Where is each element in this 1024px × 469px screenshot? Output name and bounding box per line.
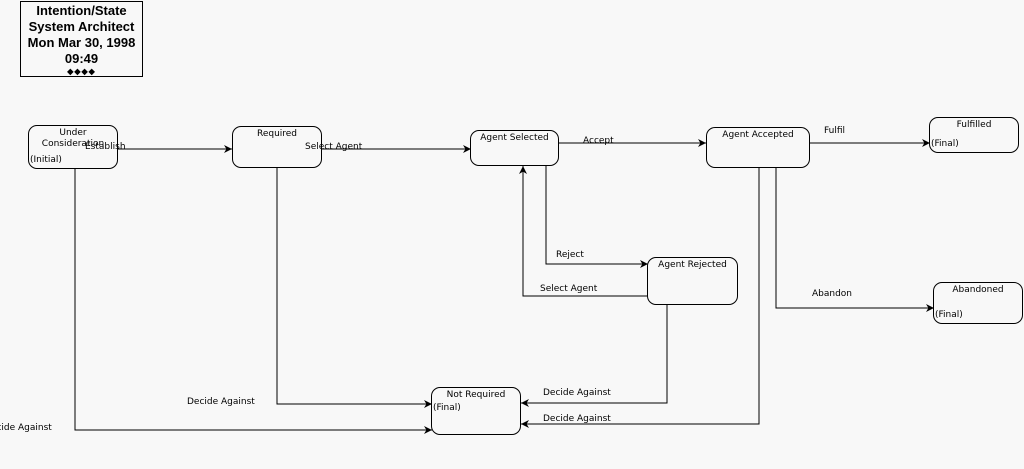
label-establish: Establish [85, 142, 126, 152]
edge-decide-against-rejected [521, 305, 668, 407]
state-tag: (Final) [931, 139, 959, 149]
state-name: Abandoned [952, 285, 1004, 295]
state-fulfilled[interactable]: Fulfilled (Final) [929, 117, 1019, 153]
label-fulfil: Fulfil [824, 126, 846, 136]
title-line-2: System Architect [28, 19, 135, 34]
state-name: Not Required [446, 390, 506, 400]
state-name: Agent Selected [480, 133, 549, 143]
state-name: Under Consideration [41, 128, 105, 149]
state-tag: (Final) [935, 310, 963, 320]
state-tag: (Initial) [30, 155, 62, 165]
label-reject: Reject [556, 250, 584, 260]
title-line-3: Mon Mar 30, 1998 [27, 35, 136, 50]
edge-decide-against-required [276, 168, 432, 408]
state-required[interactable]: Required [232, 126, 322, 168]
state-name: Agent Accepted [722, 130, 794, 140]
label-decide-against-rejected: Decide Against [543, 388, 611, 398]
label-select-agent: Select Agent [305, 142, 363, 152]
label-accept: Accept [583, 136, 614, 146]
label-decide-against-accepted: Decide Against [543, 414, 611, 424]
state-abandoned[interactable]: Abandoned (Final) [933, 282, 1023, 324]
title-block: Intention/State System Architect Mon Mar… [20, 1, 143, 77]
title-marker: ◆◆◆◆ [67, 67, 96, 76]
label-decide-against-under: Decide Against [0, 423, 52, 433]
label-decide-against-required: Decide Against [187, 397, 255, 407]
label-reselect-agent: Select Agent [540, 284, 598, 294]
state-name: Required [256, 129, 298, 139]
state-not-required[interactable]: Not Required (Final) [431, 387, 521, 435]
state-name: Agent Rejected [658, 260, 727, 270]
state-agent-rejected[interactable]: Agent Rejected [647, 257, 738, 305]
edge-decide-against-under [74, 169, 432, 434]
edge-decide-against-accepted [521, 168, 760, 428]
edge-reject [545, 166, 648, 268]
title-line-1: Intention/State [36, 3, 127, 18]
state-under-consideration[interactable]: Under Consideration (Initial) [28, 125, 118, 169]
label-abandon: Abandon [812, 289, 853, 299]
state-agent-selected[interactable]: Agent Selected [470, 130, 559, 166]
state-tag: (Final) [433, 403, 461, 413]
state-agent-accepted[interactable]: Agent Accepted [706, 127, 810, 168]
edge-reselect-agent [519, 166, 648, 297]
edge-abandon [775, 168, 934, 312]
title-line-4: 09:49 [64, 51, 99, 66]
state-name: Fulfilled [956, 120, 992, 130]
